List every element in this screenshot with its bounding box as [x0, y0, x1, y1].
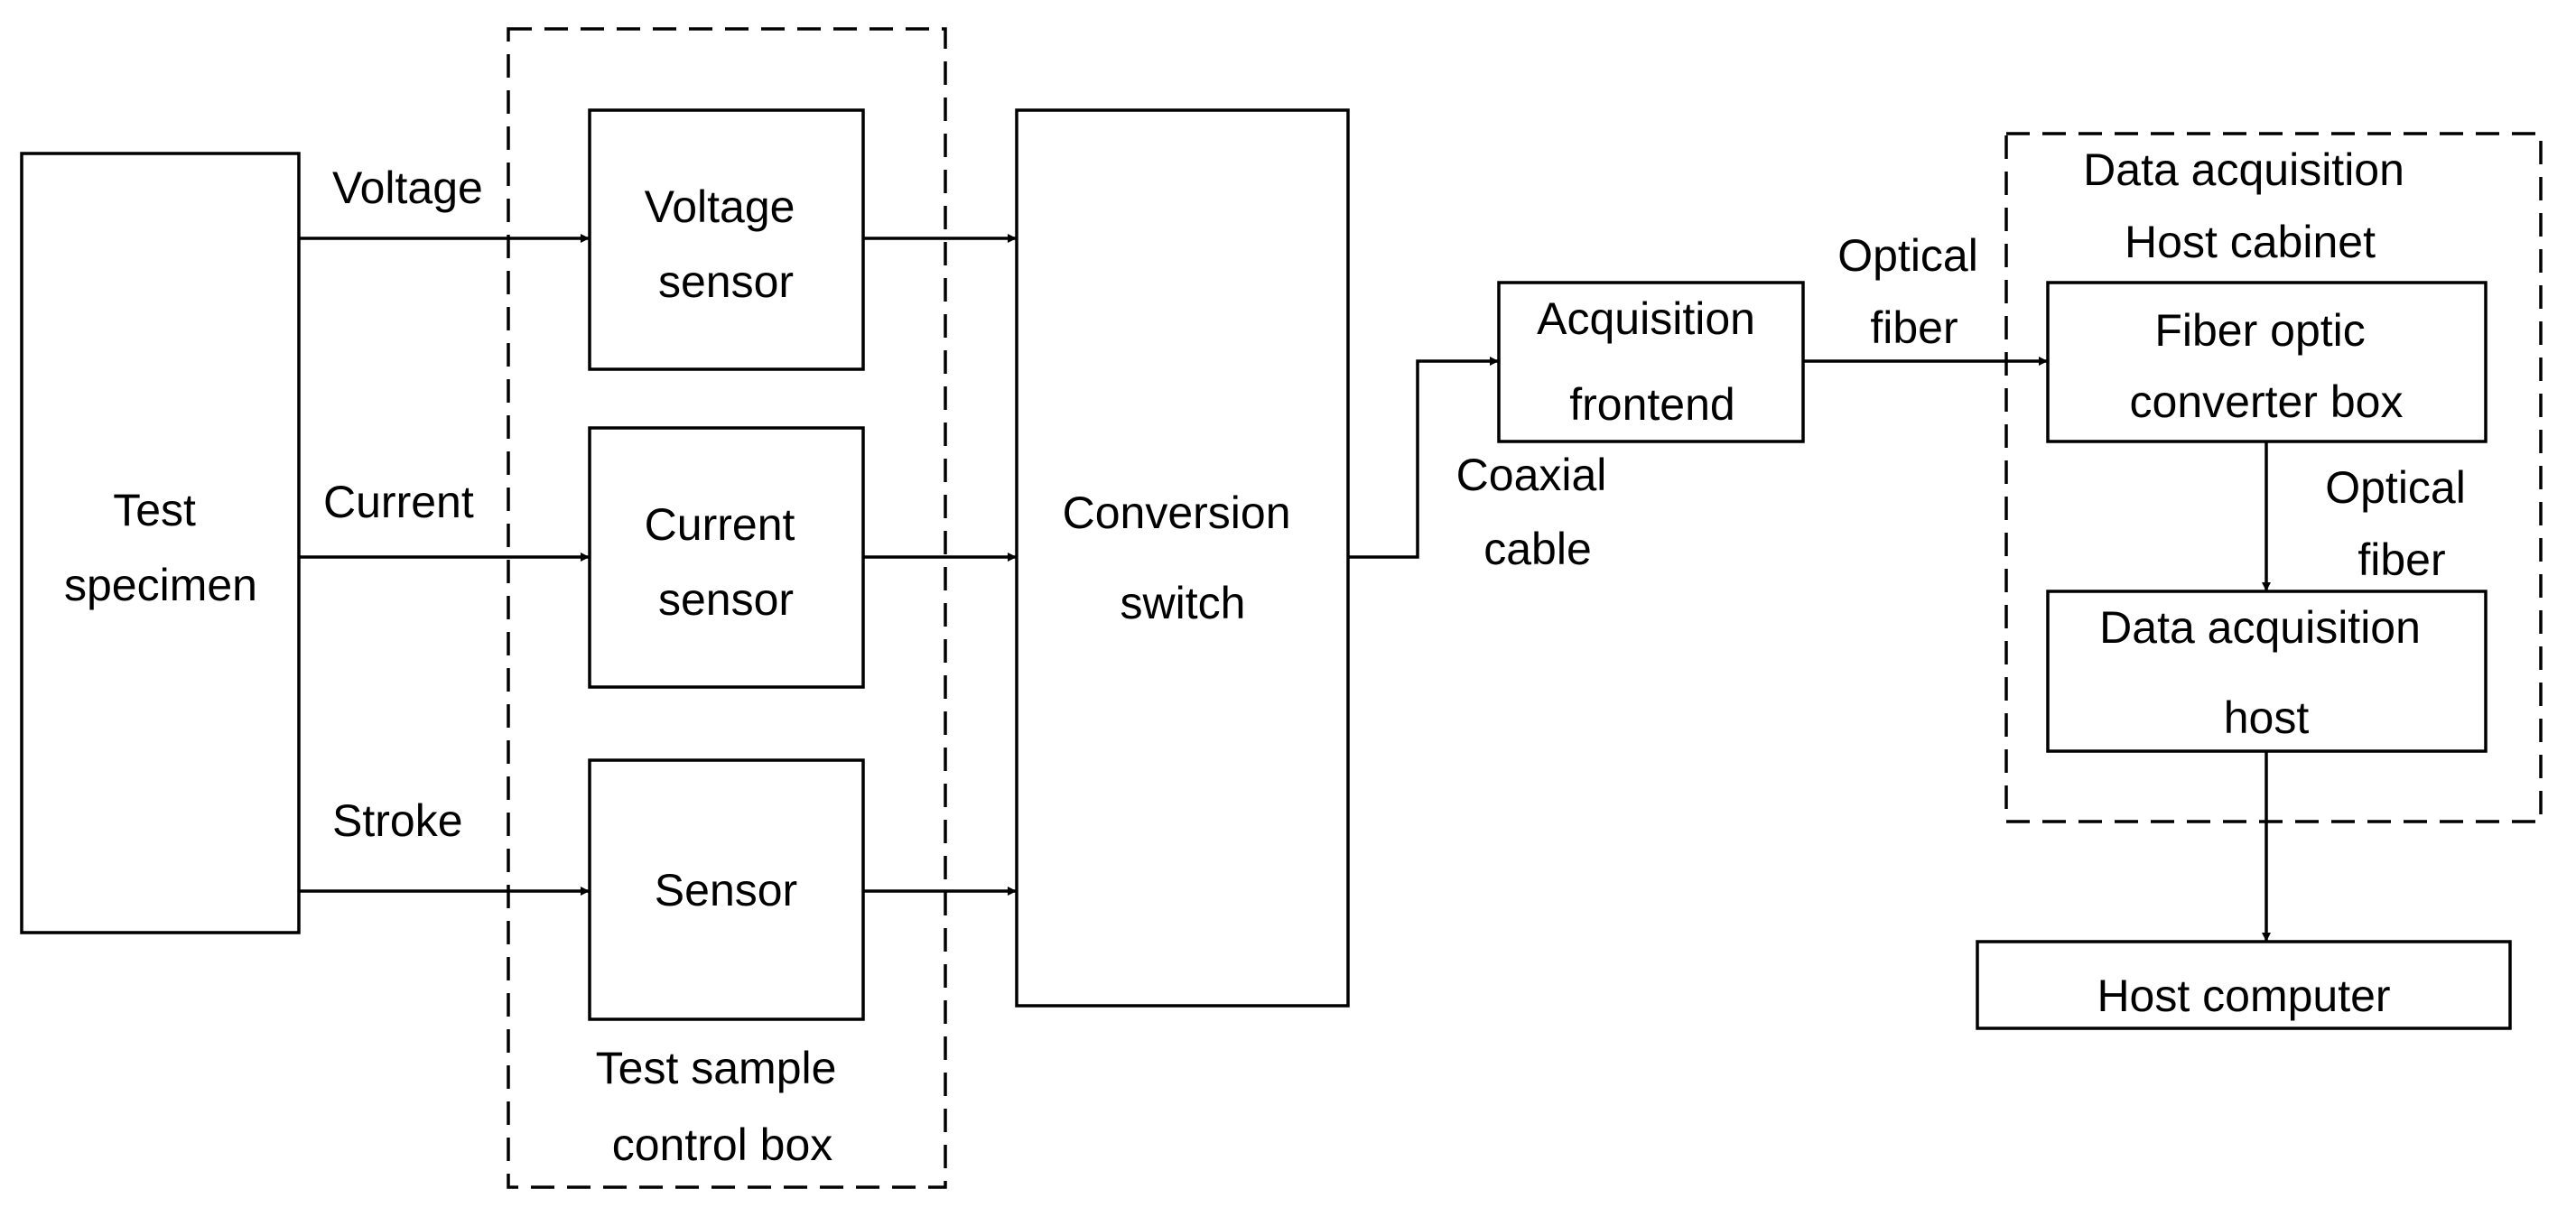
acquisition-frontend-block: Acquisition frontend — [1497, 281, 1805, 443]
current-sensor-block: Current sensor — [588, 426, 865, 689]
coaxial-cable-label: Coaxial cable — [1456, 450, 1620, 574]
host-computer-block: Host computer — [1976, 940, 2512, 1030]
fiber-optic-converter-box-block: Fiber optic converter box — [2046, 281, 2488, 443]
svg-text:Conversion switch: Conversion switch — [1063, 488, 1304, 628]
test-specimen-block: Test specimen — [20, 152, 301, 934]
stroke-sensor-block: Sensor — [588, 758, 865, 1021]
voltage-sensor-block: Voltage sensor — [588, 108, 865, 371]
optical-fiber-label-1: Optical fiber — [1837, 230, 1991, 353]
coaxial-cable-arrow — [1348, 357, 1499, 559]
data-acquisition-host-cabinet-group — [2004, 132, 2543, 823]
svg-text:Fiber optic converter bo: Fiber optic converter box — [2130, 305, 2404, 427]
voltage-signal-label: Voltage — [332, 163, 483, 213]
svg-text:Current sensor: Current sensor — [645, 499, 808, 625]
test-sample-control-box-group — [507, 27, 947, 1189]
svg-text:Host computer: Host computer — [2097, 971, 2390, 1021]
data-acquisition-host-block: Data acquisition host — [2046, 590, 2488, 753]
conversion-switch-block: Conversion switch — [1015, 108, 1350, 1008]
data-acquisition-host-cabinet-label: Data acquisition Host cabinet — [2083, 144, 2417, 267]
svg-text:Acquisition frontend: Acquisition frontend — [1537, 293, 1768, 430]
test-sample-control-box-label: Test sample control box — [596, 1043, 850, 1170]
svg-text:Voltage sensor: Voltage sensor — [645, 181, 808, 307]
svg-text:Sensor: Sensor — [655, 865, 797, 915]
current-signal-label: Current — [323, 477, 474, 527]
optical-fiber-label-2: Optical fiber — [2325, 462, 2478, 585]
stroke-signal-label: Stroke — [332, 795, 463, 846]
svg-text:Data acquisition host: Data acquisition host — [2099, 602, 2433, 743]
svg-text:Test specimen: Test specimen — [64, 485, 257, 610]
